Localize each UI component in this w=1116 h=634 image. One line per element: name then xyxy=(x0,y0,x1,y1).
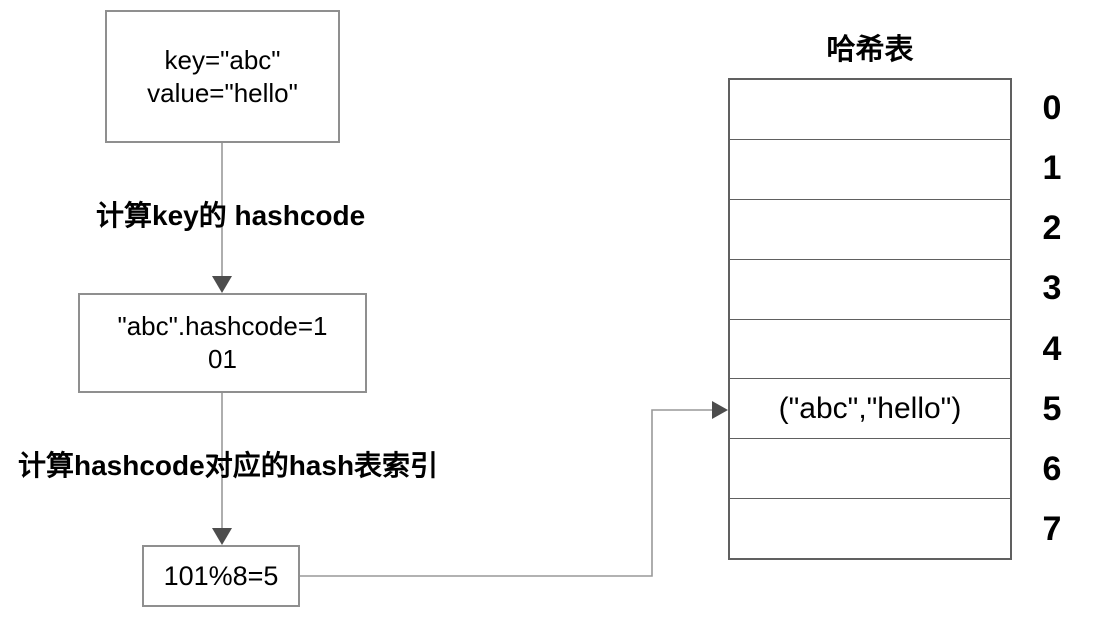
hashcode-text-line2: 01 xyxy=(208,344,237,374)
slot-index-3: 3 xyxy=(1042,269,1062,308)
hash-table-slot-5: ("abc","hello") xyxy=(730,379,1010,440)
step1-label: 计算key的 hashcode xyxy=(96,200,366,231)
value-text: value="hello" xyxy=(147,77,298,108)
index-calc-box: 101%8=5 xyxy=(142,545,300,607)
slot-index-4: 4 xyxy=(1042,329,1062,368)
hash-table-slot-1 xyxy=(730,140,1010,200)
hash-table: ("abc","hello") xyxy=(728,78,1012,560)
slot-index-2: 2 xyxy=(1042,209,1062,248)
slot-index-0: 0 xyxy=(1042,88,1062,127)
hash-table-slot-3 xyxy=(730,260,1010,320)
key-text: key="abc" xyxy=(164,44,281,75)
slot-index-6: 6 xyxy=(1042,450,1062,489)
hash-table-slot-4 xyxy=(730,320,1010,380)
hash-table-slot-2 xyxy=(730,200,1010,260)
hashcode-text-line1: "abc".hashcode=1 xyxy=(117,311,328,341)
hash-table-index-column: 0 1 2 3 4 5 6 7 xyxy=(1022,78,1082,560)
slot-index-5: 5 xyxy=(1042,389,1062,428)
hash-table-slot-0 xyxy=(730,80,1010,140)
hash-table-slot-7 xyxy=(730,499,1010,558)
index-calc-text: 101%8=5 xyxy=(163,560,279,591)
step2-label: 计算hashcode对应的hash表索引 xyxy=(18,450,439,481)
slot-index-7: 7 xyxy=(1042,510,1062,549)
arrow-down-icon xyxy=(212,528,232,545)
hashcode-box: "abc".hashcode=1 01 xyxy=(78,293,367,393)
arrow-down-icon xyxy=(212,276,232,293)
hash-table-slot-6 xyxy=(730,439,1010,500)
connector-to-slot5-line xyxy=(300,409,713,577)
slot-index-1: 1 xyxy=(1042,148,1062,187)
arrow-right-icon xyxy=(712,401,728,419)
hash-table-title: 哈希表 xyxy=(826,34,914,66)
key-value-box: key="abc" value="hello" xyxy=(105,10,340,143)
